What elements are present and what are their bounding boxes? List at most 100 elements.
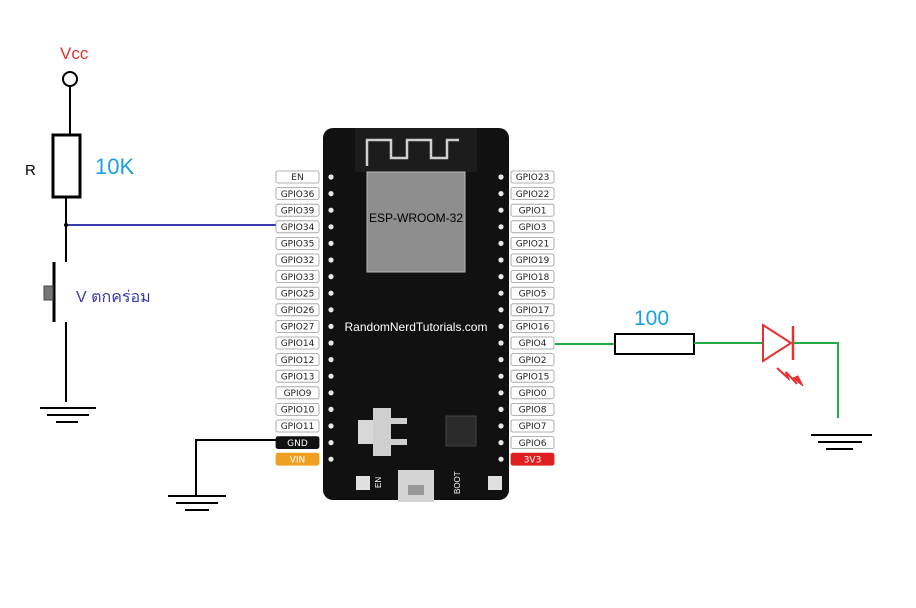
- ground-symbol-left: [40, 407, 96, 423]
- header-pin-dot: [498, 257, 504, 263]
- header-pin-dot: [328, 174, 334, 180]
- right-pin-gpio16: GPIO16: [510, 319, 555, 333]
- header-pin-dot: [328, 290, 334, 296]
- header-pin-dot: [498, 357, 504, 363]
- header-pin-dot: [328, 440, 334, 446]
- header-pin-dot: [328, 390, 334, 396]
- pin-label: GPIO12: [281, 356, 315, 366]
- header-pin-dot: [498, 307, 504, 313]
- pin-label: GPIO5: [519, 289, 547, 299]
- left-pin-gpio32: GPIO32: [275, 253, 320, 267]
- resistor-value-label: 10K: [95, 154, 134, 179]
- esp32-board: ESP-WROOM-32 RandomNerdTutorials.com EN …: [275, 128, 555, 502]
- pin-label: GPIO33: [281, 273, 315, 283]
- wroom-module: [366, 171, 466, 273]
- pin-label: GPIO1: [519, 206, 547, 216]
- en-button[interactable]: [356, 476, 370, 490]
- header-pin-dot: [498, 224, 504, 230]
- header-pin-dot: [498, 174, 504, 180]
- left-pin-gpio10: GPIO10: [275, 402, 320, 416]
- pin-label: GPIO26: [281, 306, 315, 316]
- pin-label: GPIO0: [519, 389, 547, 399]
- left-pin-gpio13: GPIO13: [275, 369, 320, 383]
- vcc-label: Vcc: [60, 44, 89, 63]
- header-pin-dot: [498, 240, 504, 246]
- pin-label: GPIO6: [519, 439, 547, 449]
- right-pin-gpio17: GPIO17: [510, 303, 555, 317]
- right-pin-gpio19: GPIO19: [510, 253, 555, 267]
- right-pin-gpio15: GPIO15: [510, 369, 555, 383]
- antenna-area: [355, 128, 477, 172]
- module-name: ESP-WROOM-32: [369, 211, 463, 225]
- header-pin-dots: [328, 174, 504, 462]
- header-pin-dot: [328, 406, 334, 412]
- pin-label: GPIO18: [516, 273, 550, 283]
- header-pin-dot: [498, 340, 504, 346]
- gnd-wire: [195, 439, 278, 496]
- pin-label: 3V3: [524, 455, 542, 465]
- antenna-trace: [365, 138, 459, 166]
- voltage-drop-label: V ตกคร่อม: [76, 289, 151, 306]
- header-pin-dot: [328, 423, 334, 429]
- pin-label: GPIO8: [519, 406, 547, 416]
- header-pin-dot: [328, 456, 334, 462]
- right-pin-gpio18: GPIO18: [510, 270, 555, 284]
- left-pin-gpio39: GPIO39: [275, 203, 320, 217]
- right-pin-gpio0: GPIO0: [510, 386, 555, 400]
- boot-button[interactable]: [488, 476, 502, 490]
- usb-uart-chip: [445, 415, 477, 447]
- pin-label: GPIO17: [516, 306, 550, 316]
- header-pin-dot: [328, 224, 334, 230]
- left-pin-gpio25: GPIO25: [275, 286, 320, 300]
- header-pin-dot: [498, 423, 504, 429]
- right-pin-gpio6: GPIO6: [510, 436, 555, 450]
- led-symbol: [762, 323, 804, 387]
- header-pin-dot: [328, 373, 334, 379]
- header-pin-dot: [328, 323, 334, 329]
- pin-label: GPIO35: [281, 240, 315, 250]
- header-pin-dot: [498, 390, 504, 396]
- right-pin-gpio1: GPIO1: [510, 203, 555, 217]
- left-pin-gpio34: GPIO34: [275, 220, 320, 234]
- left-pin-gpio27: GPIO27: [275, 319, 320, 333]
- resistor-10k: [51, 133, 82, 199]
- switch-actuator: [43, 285, 54, 301]
- header-pin-dot: [498, 373, 504, 379]
- pin-label: GPIO27: [281, 323, 315, 333]
- right-pin-3v3: 3V3: [510, 452, 555, 466]
- pin-label: EN: [291, 173, 303, 183]
- pin-label: GPIO19: [516, 256, 550, 266]
- pin-label: GPIO7: [519, 422, 547, 432]
- right-pin-gpio5: GPIO5: [510, 286, 555, 300]
- right-pin-gpio21: GPIO21: [510, 236, 555, 250]
- pin-label: VIN: [290, 455, 306, 465]
- left-pin-vin: VIN: [275, 452, 320, 466]
- left-pin-gpio33: GPIO33: [275, 270, 320, 284]
- pin-label: GPIO25: [281, 289, 315, 299]
- vcc-terminal: [62, 71, 78, 87]
- pin-label: GPIO2: [519, 356, 547, 366]
- ground-symbol-right: [811, 434, 872, 450]
- pin-label: GPIO36: [281, 190, 315, 200]
- header-pin-dot: [328, 207, 334, 213]
- left-pin-labels: EN GPIO36GPIO39GPIO34GPIO35GPIO32GPIO33GP…: [275, 170, 320, 466]
- right-pin-gpio23: GPIO23: [510, 170, 555, 184]
- header-pin-dot: [498, 456, 504, 462]
- regulator-tab: [373, 408, 391, 456]
- pin-label: GPIO11: [281, 422, 315, 432]
- right-pin-gpio2: GPIO2: [510, 353, 555, 367]
- pin-label: GPIO4: [519, 339, 547, 349]
- pin-label: GPIO23: [516, 173, 550, 183]
- pin-label: GPIO9: [284, 389, 312, 399]
- ground-symbol-board: [168, 495, 226, 511]
- header-pin-dot: [498, 207, 504, 213]
- pin-label: GPIO39: [281, 206, 315, 216]
- pin-label: GPIO13: [281, 372, 315, 382]
- usb-port-opening: [408, 485, 424, 495]
- header-pin-dot: [498, 323, 504, 329]
- header-pin-dot: [328, 307, 334, 313]
- header-pin-dot: [328, 357, 334, 363]
- right-pin-gpio3: GPIO3: [510, 220, 555, 234]
- resistor-label: R: [25, 162, 36, 179]
